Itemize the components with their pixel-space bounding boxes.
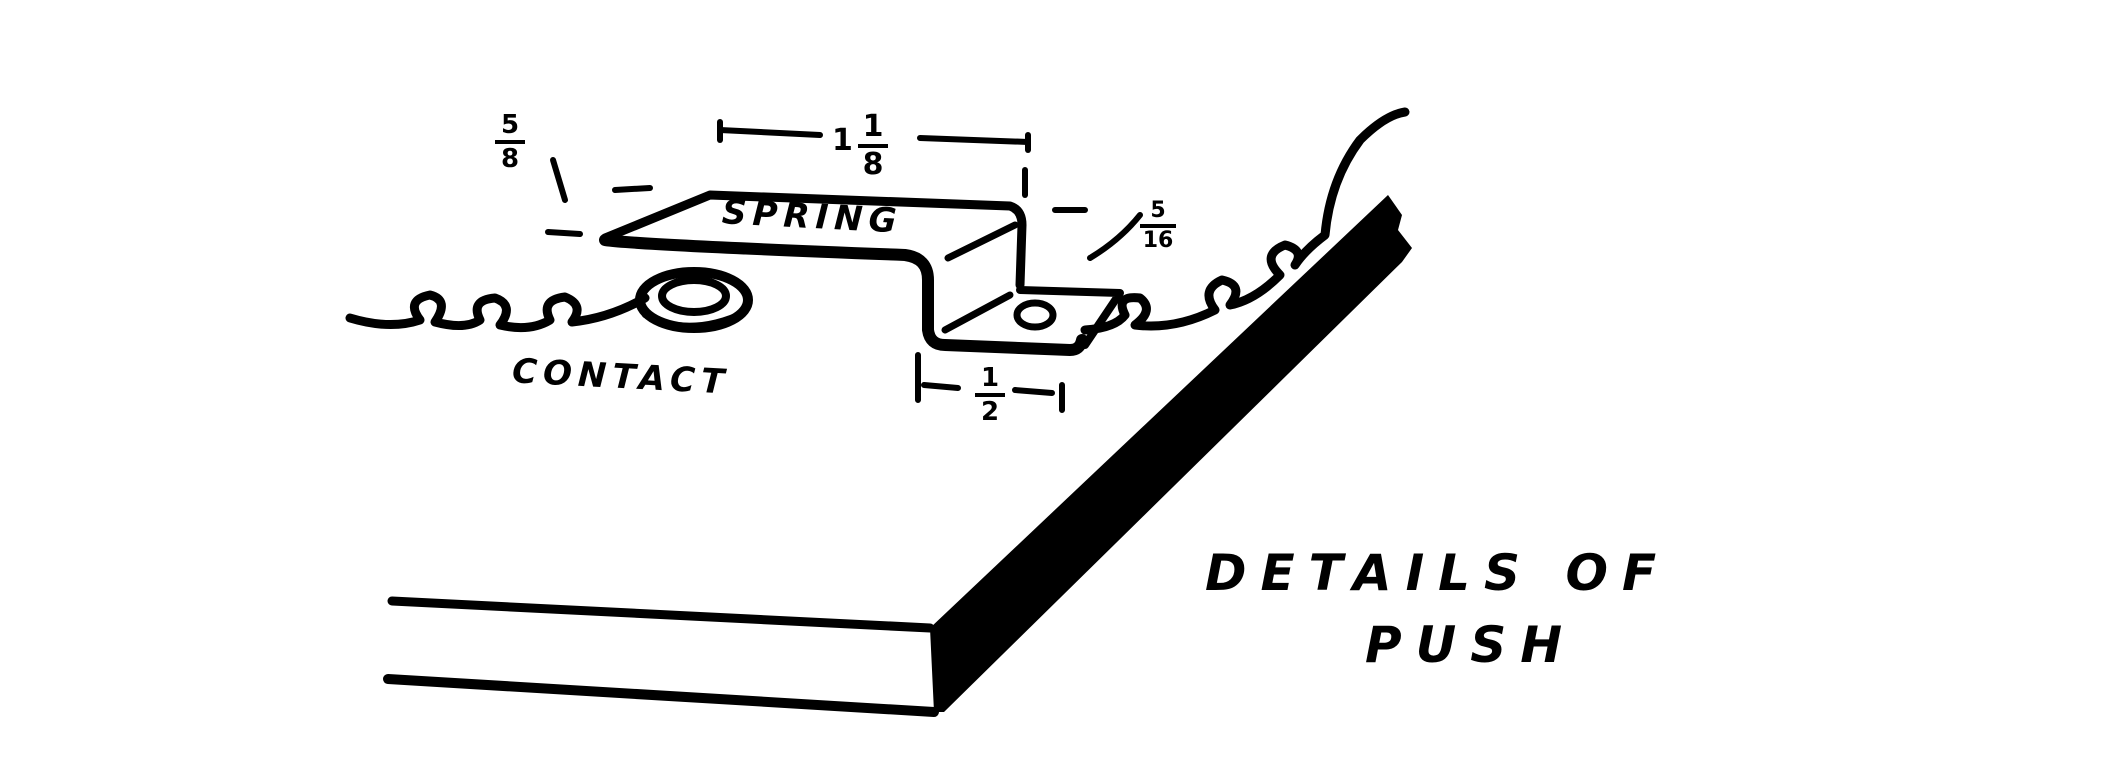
dim-spring-height: 5 8 xyxy=(495,112,525,172)
dim-1-1-8-left-arrow xyxy=(717,127,823,138)
contact xyxy=(635,267,753,333)
contact-plate-inner xyxy=(658,276,730,316)
spring-foot-outline xyxy=(1016,286,1124,349)
screw-head xyxy=(1013,299,1057,331)
base-side-face xyxy=(930,195,1412,712)
contact-label: CONTACT xyxy=(511,351,732,403)
spring xyxy=(599,190,1124,356)
dim-5-8-leader xyxy=(550,157,568,203)
base-front-bottom-edge xyxy=(383,674,939,717)
dim-1-1-8-right-arrow xyxy=(917,135,1031,145)
spring-edge-line xyxy=(944,221,1019,262)
dim-1-2-arrows xyxy=(915,352,1065,413)
spring-foot-edge xyxy=(941,291,1014,334)
dim-5-16-leader xyxy=(1052,207,1143,261)
figure-title-line2: PUSH xyxy=(1365,616,1577,674)
right-wire xyxy=(1080,107,1410,335)
figure-title-line1: DETAILS OF xyxy=(1205,544,1671,602)
base-front-top-edge xyxy=(387,596,935,633)
left-wire xyxy=(345,290,650,333)
dim-spring-offset: 5 16 xyxy=(1140,200,1176,252)
contact-plate-rim xyxy=(642,309,748,329)
spring-label: SPRING xyxy=(721,192,904,242)
dim-foot-length: 1 2 xyxy=(975,365,1005,425)
spring-bent-body xyxy=(599,234,1088,356)
base-block xyxy=(383,195,1412,717)
dimension-lines xyxy=(545,119,1143,413)
spring-top-outline xyxy=(600,190,1027,290)
